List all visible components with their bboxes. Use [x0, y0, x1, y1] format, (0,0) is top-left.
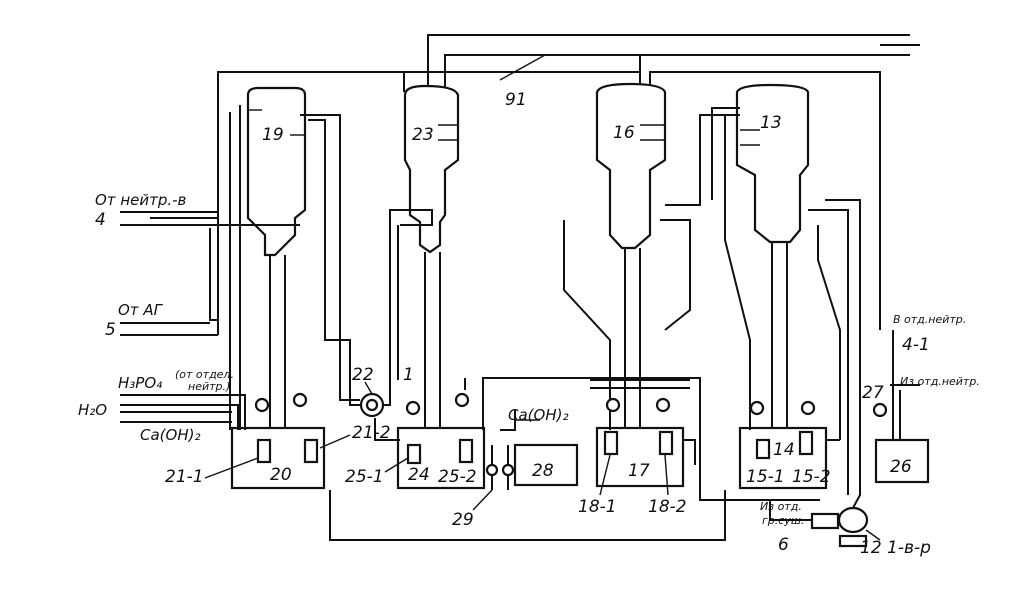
tank-17-label: 17 [628, 461, 650, 481]
instruments [254, 392, 888, 418]
pump-15-1-label: 15-1 [746, 467, 785, 487]
line-91-label: 91 [505, 90, 527, 110]
output-4-1-label: 4-1 [902, 335, 930, 355]
pump-15-2-label: 15-2 [792, 467, 831, 487]
tank-28-label: 28 [532, 461, 554, 481]
pump-18-2-label: 18-2 [648, 497, 687, 517]
tank-20: 20 [230, 426, 326, 490]
item-22-label: 22 [352, 365, 374, 385]
pump-25-1-label: 25-1 [345, 467, 384, 487]
tank-14: 14 [738, 426, 828, 490]
tower-16-label: 16 [613, 123, 635, 143]
top-header-pipes [217, 34, 920, 335]
tank-20-label: 20 [270, 465, 292, 485]
pump-12 [810, 506, 881, 548]
input-water-label: H₂O [78, 401, 107, 419]
pump-12-label: 12 1-в-р [860, 538, 931, 558]
input-lime-label: Ca(OH)₂ [140, 426, 200, 444]
input-4-label: 4 [95, 210, 106, 230]
input-from-neutralization-2-label: Из отд.нейтр. [900, 375, 980, 388]
pump-22: 22 [352, 365, 385, 418]
item-27-label: 27 [862, 383, 884, 403]
tank-24: 24 [396, 426, 486, 490]
input-5-label: 5 [105, 320, 116, 340]
input-h3po4-note-1: (от отдел. [175, 368, 234, 381]
input-from-neutralization-label: От нейтр.-в [95, 191, 187, 209]
tank-14-label: 14 [773, 440, 795, 460]
item-29-label: 29 [452, 510, 474, 530]
tank-28: 28 [513, 443, 579, 487]
pump-21-2-label: 21-2 [352, 423, 391, 443]
line-1-label: 1 [403, 365, 414, 385]
tank-26-label: 26 [890, 457, 912, 477]
connecting-pipes [120, 72, 920, 541]
input-from-drying-label-1: Из отд. [760, 500, 802, 513]
input-lime-2-label: Ca(OH)₂ [508, 406, 568, 424]
pump-18-1-label: 18-1 [578, 497, 617, 517]
tower-23: 23 [403, 84, 460, 445]
input-from-drying-label-2: гр.суш. [762, 514, 804, 527]
tank-26: 26 [874, 438, 930, 484]
tank-24-label: 24 [408, 465, 430, 485]
tower-19-label: 19 [262, 125, 284, 145]
tower-19: 19 [246, 86, 307, 445]
tower-13-label: 13 [760, 113, 782, 133]
input-from-ag-label: От АГ [118, 301, 164, 319]
input-6-label: 6 [778, 535, 789, 555]
input-h3po4-note-2: нейтр.) [188, 380, 230, 393]
pump-25-2-label: 25-2 [438, 467, 477, 487]
input-h3po4-label: H₃PO₄ [118, 374, 162, 392]
tower-16: 16 [595, 82, 667, 440]
tower-13: 13 [735, 83, 810, 440]
tower-23-label: 23 [412, 125, 434, 145]
tank-17: 17 [595, 426, 685, 488]
filter-29: 29 [452, 445, 515, 530]
pump-21-1-label: 21-1 [165, 467, 204, 487]
output-to-neutralization-label: В отд.нейтр. [893, 313, 966, 326]
